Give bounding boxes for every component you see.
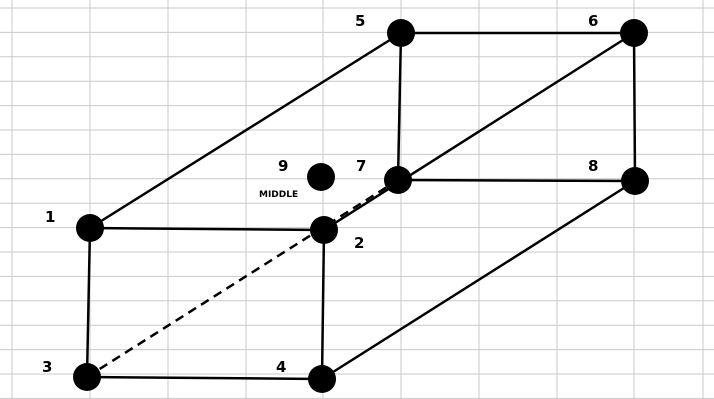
node-1 <box>76 214 104 242</box>
node-6 <box>620 19 648 47</box>
node-4 <box>308 365 336 393</box>
node-label-1: 1 <box>45 208 55 226</box>
cube-nodes <box>73 19 649 393</box>
node-label-7: 7 <box>356 157 366 175</box>
node-label-4: 4 <box>276 358 286 376</box>
node-8 <box>621 167 649 195</box>
edge-3-4 <box>86 375 323 381</box>
edge-5-7 <box>396 32 403 181</box>
edge-1-2 <box>89 226 325 232</box>
edge-4-8 <box>321 179 636 381</box>
node-label-9: 9 <box>278 157 288 175</box>
node-label-3: 3 <box>42 358 52 376</box>
node-label-6: 6 <box>588 12 598 30</box>
node-label-5: 5 <box>355 12 365 30</box>
edge-2-4 <box>320 229 326 380</box>
edge-1-5 <box>89 31 402 230</box>
node-2 <box>310 216 338 244</box>
node-5 <box>387 19 415 47</box>
edge-6-8 <box>632 32 637 182</box>
cube-edges <box>85 31 637 381</box>
node-9 <box>307 163 335 191</box>
edge-3-7-dashed <box>86 178 399 379</box>
node-3 <box>73 363 101 391</box>
node-7 <box>384 166 412 194</box>
node-label-2: 2 <box>354 234 364 252</box>
node-caption-9: MIDDLE <box>259 190 298 200</box>
edge-2-6 <box>323 31 635 232</box>
node-label-8: 8 <box>588 157 598 175</box>
edge-7-8 <box>397 178 636 183</box>
edge-1-3 <box>85 227 92 378</box>
